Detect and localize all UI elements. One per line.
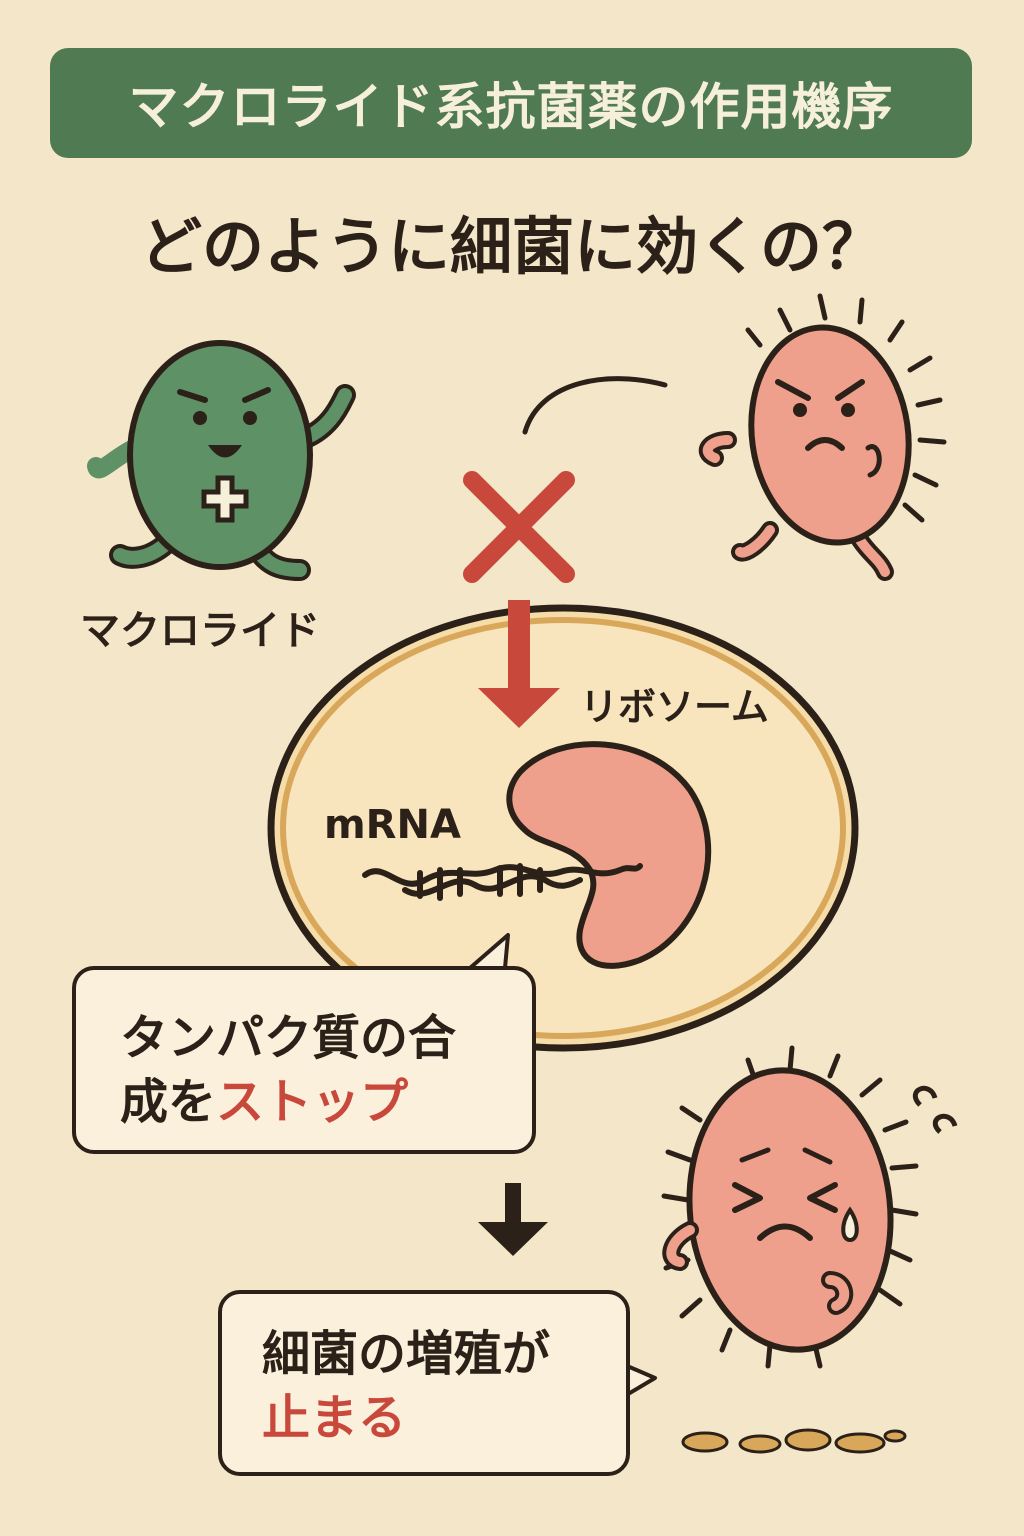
ground-debris	[681, 1428, 907, 1454]
bubble1-tail	[468, 933, 510, 970]
ribosome-shape	[506, 741, 712, 969]
bubble1-prefix: 成を	[120, 1074, 217, 1130]
ribosome-label: リボソーム	[580, 685, 769, 729]
bubble1-line2: 成をストップ	[120, 1070, 456, 1134]
macrolide-character	[87, 340, 356, 581]
speech-bubble-growth-stop: 細菌の増殖が 止まる	[218, 1290, 630, 1476]
speech-bubble-protein-stop: タンパク質の合 成をストップ	[72, 966, 536, 1154]
sweat-drop-icon	[841, 1206, 859, 1243]
question-heading: どのように細菌に効くの？	[139, 210, 884, 283]
black-down-arrow	[478, 1183, 548, 1256]
mrna-label: mRNA	[324, 802, 461, 848]
page-title: マクロライド系抗菌薬の作用機序	[128, 78, 894, 136]
bacterium-defeated	[661, 1045, 958, 1369]
plus-icon	[201, 475, 249, 523]
block-x-icon	[463, 471, 575, 583]
macrolide-label: マクロライド	[80, 608, 320, 654]
bubble2-highlight: 止まる	[262, 1390, 407, 1446]
title-banner: マクロライド系抗菌薬の作用機序	[50, 48, 972, 158]
bubble1-line1: タンパク質の合	[120, 1010, 457, 1066]
red-down-arrow	[478, 600, 560, 728]
bubble1-highlight: ストップ	[216, 1074, 409, 1130]
motion-line	[522, 376, 668, 435]
bubble2-line1: 細菌の増殖が	[262, 1326, 551, 1382]
mrna-helix	[362, 863, 643, 901]
bacterium-angry	[698, 293, 947, 581]
